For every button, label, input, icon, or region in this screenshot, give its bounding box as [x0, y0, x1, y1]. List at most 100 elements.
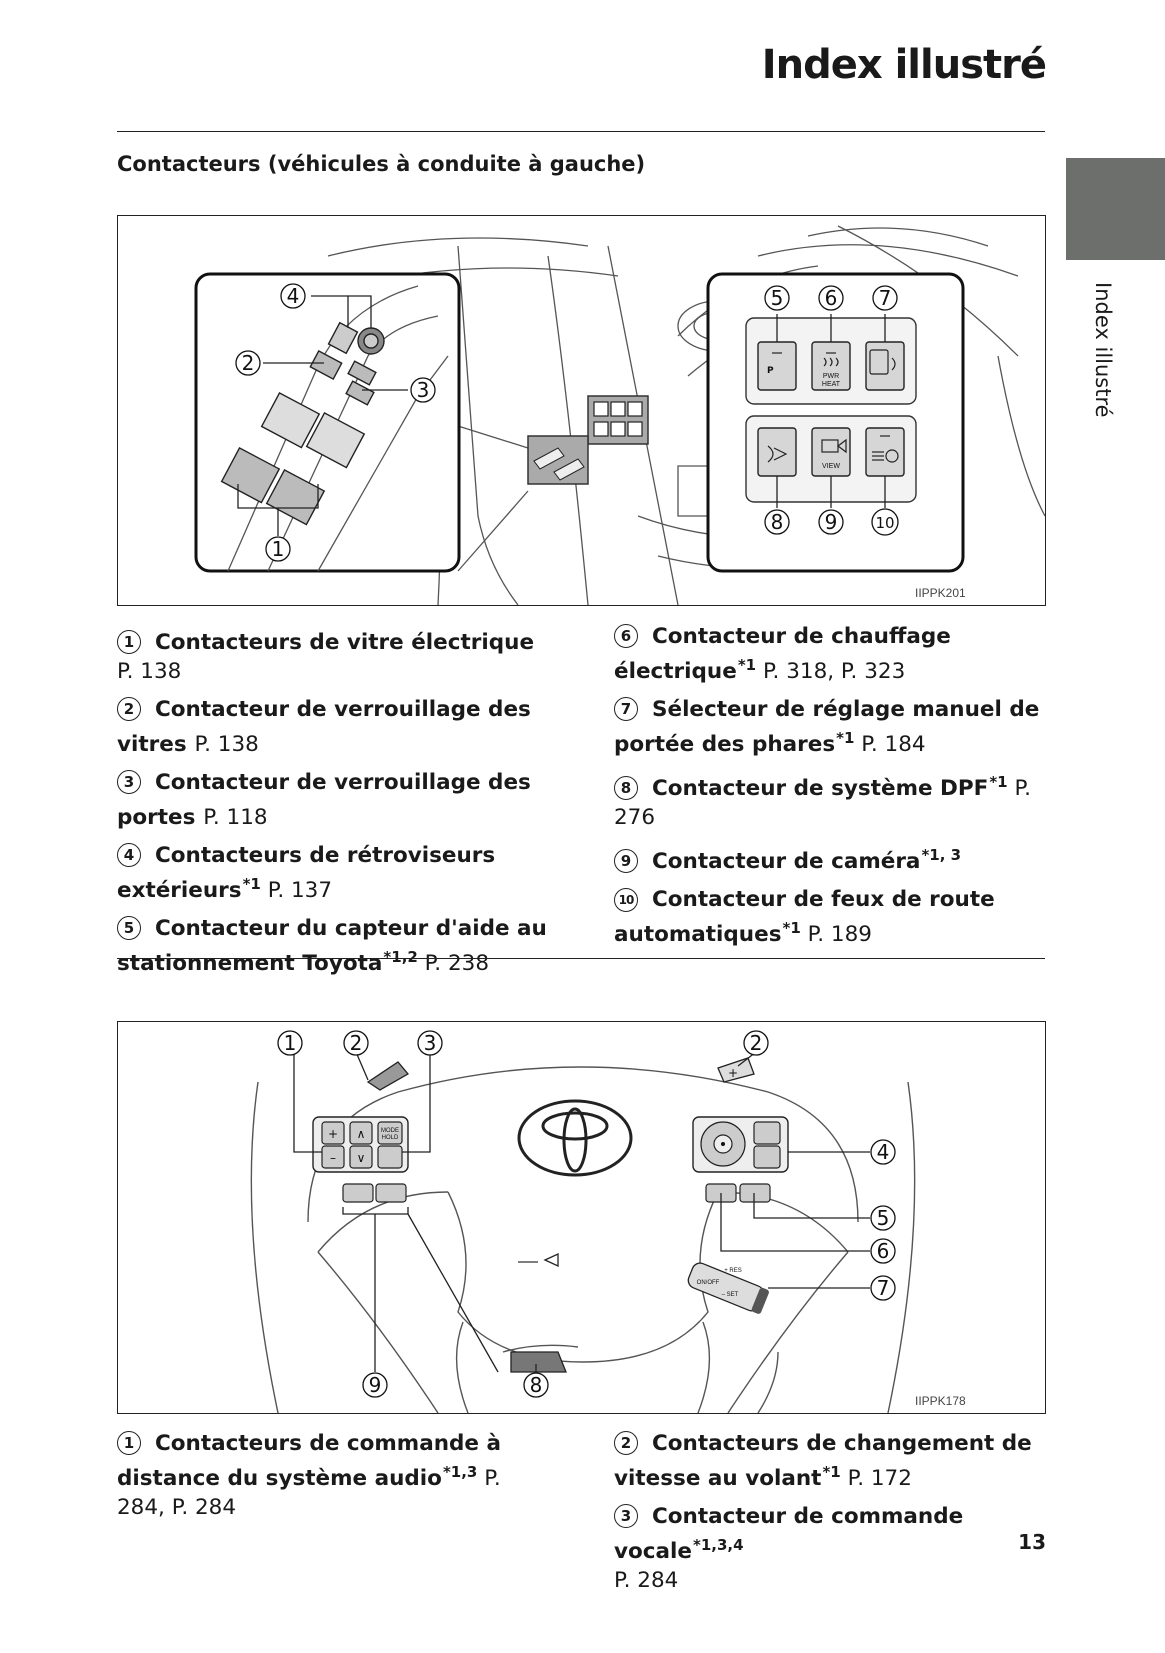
figure-code: IIPPK201	[915, 586, 966, 600]
page-title: Index illustré	[761, 42, 1047, 88]
mode-label: MODE	[381, 1128, 399, 1134]
item-name: Contacteurs de changement de vitesse au …	[614, 1431, 1032, 1491]
legend-item: 1 Contacteurs de vitre électrique P. 138	[117, 622, 547, 686]
item-note: *1	[836, 729, 855, 747]
fig1-callout-4: 4	[287, 284, 300, 308]
item-name: Contacteur de caméra	[652, 849, 921, 874]
item-number: 7	[614, 697, 638, 721]
item-number: 2	[117, 697, 141, 721]
page-reference[interactable]: P. 238	[424, 951, 489, 976]
page-reference[interactable]: P. 138	[194, 732, 259, 757]
fig2-callout-7: 7	[877, 1276, 890, 1300]
item-name: Contacteurs de vitre électrique	[155, 630, 535, 655]
item-number: 6	[614, 624, 638, 648]
page-reference[interactable]: P. 189	[807, 922, 872, 947]
side-tab[interactable]	[1066, 158, 1165, 260]
page-reference[interactable]: P. 318, P. 323	[762, 659, 906, 684]
res-label: + RES	[724, 1268, 742, 1274]
fig1-callout-1: 1	[272, 537, 285, 561]
svg-text:–: –	[330, 1151, 336, 1165]
hold-label: HOLD	[382, 1135, 399, 1141]
pwr-label: PWR	[823, 373, 839, 380]
figure-code: IIPPK178	[915, 1394, 966, 1408]
switches-illustration: 4 2 3 1 PWR	[117, 215, 1046, 606]
fig1-callout-10: 10	[875, 514, 894, 532]
fig2-callout-3: 3	[424, 1031, 437, 1055]
legend-item: 8 Contacteur de système DPF*1 P. 276	[614, 768, 1046, 832]
item-number: 1	[117, 1431, 141, 1455]
item-name: Contacteur de feux de route automatiques	[614, 887, 995, 947]
on-off-label: ON/OFF	[697, 1280, 720, 1286]
page-reference[interactable]: P. 137	[267, 878, 333, 903]
page-reference[interactable]: P. 172	[847, 1466, 912, 1491]
page-reference[interactable]: P. 118	[203, 805, 268, 830]
svg-text:∧: ∧	[357, 1127, 366, 1141]
svg-text:+: +	[328, 1127, 338, 1141]
fig2-callout-2-right: 2	[750, 1031, 763, 1055]
fig2-callout-5: 5	[877, 1206, 890, 1230]
steering-wheel-drawing: + + – ∧ ∨ MODE HOLD + RES	[250, 1030, 916, 1413]
fig1-callout-9: 9	[825, 510, 838, 534]
item-number: 10	[614, 888, 638, 912]
page-reference[interactable]: P. 276	[614, 776, 1031, 830]
page-reference[interactable]: P. 284, P. 284	[117, 1466, 501, 1520]
fig2-callout-4: 4	[877, 1140, 890, 1164]
fig2-callout-9: 9	[369, 1373, 382, 1397]
fig2-callout-6: 6	[877, 1239, 890, 1263]
item-name: Contacteur de verrouillage des vitres	[117, 697, 531, 757]
item-number: 1	[117, 630, 141, 654]
svg-text:P: P	[767, 366, 774, 376]
item-note: *1,3	[442, 1463, 478, 1481]
item-number: 3	[614, 1504, 638, 1528]
fig1-callout-8: 8	[771, 510, 784, 534]
item-note: *1	[782, 919, 801, 937]
svg-text:+: +	[728, 1066, 738, 1080]
fig1-callout-3: 3	[417, 378, 430, 402]
section-divider	[117, 958, 1045, 959]
item-name: Contacteur de chauffage électrique	[614, 624, 951, 684]
fig2-callout-8: 8	[530, 1373, 543, 1397]
heat-label: HEAT	[822, 381, 841, 388]
header-rule	[117, 131, 1045, 132]
item-note: *1	[242, 875, 261, 893]
item-note: *1,3,4	[693, 1536, 744, 1554]
item-name: Contacteur de verrouillage des portes	[117, 770, 531, 830]
page-number: 13	[1018, 1530, 1046, 1554]
item-note: *1, 3	[921, 846, 962, 864]
item-note: *1	[737, 656, 757, 674]
page-reference[interactable]: P. 138	[117, 659, 182, 684]
fig2-callout-2: 2	[350, 1031, 363, 1055]
item-note: *1	[989, 773, 1008, 791]
page-reference[interactable]: P. 284	[614, 1568, 679, 1593]
item-name: Contacteur de commande vocale	[614, 1504, 964, 1564]
fig1-callout-2: 2	[242, 351, 255, 375]
section-heading: Contacteurs (véhicules à conduite à gauc…	[117, 152, 646, 176]
item-number: 8	[614, 776, 638, 800]
item-number: 5	[117, 916, 141, 940]
view-label: VIEW	[822, 463, 840, 470]
switches-drawing: 4 2 3 1 PWR	[194, 225, 1045, 605]
svg-text:∨: ∨	[357, 1151, 366, 1165]
legend-left: 1 Contacteurs de vitre électrique P. 138 2…	[117, 622, 547, 987]
item-name: Contacteurs de commande à distance du sy…	[117, 1431, 501, 1491]
item-name: Contacteurs de rétroviseurs extérieurs	[117, 843, 496, 903]
item-name: Contacteur du capteur d'aide au stationn…	[117, 916, 547, 976]
item-note: *1,2	[383, 948, 418, 966]
page-reference[interactable]: P. 184	[861, 732, 926, 757]
item-name: Contacteur de système DPF	[652, 776, 989, 801]
set-label: – SET	[722, 1292, 739, 1298]
steering-wheel-illustration: + + – ∧ ∨ MODE HOLD + RES	[117, 1021, 1046, 1414]
fig1-callout-5: 5	[771, 286, 784, 310]
